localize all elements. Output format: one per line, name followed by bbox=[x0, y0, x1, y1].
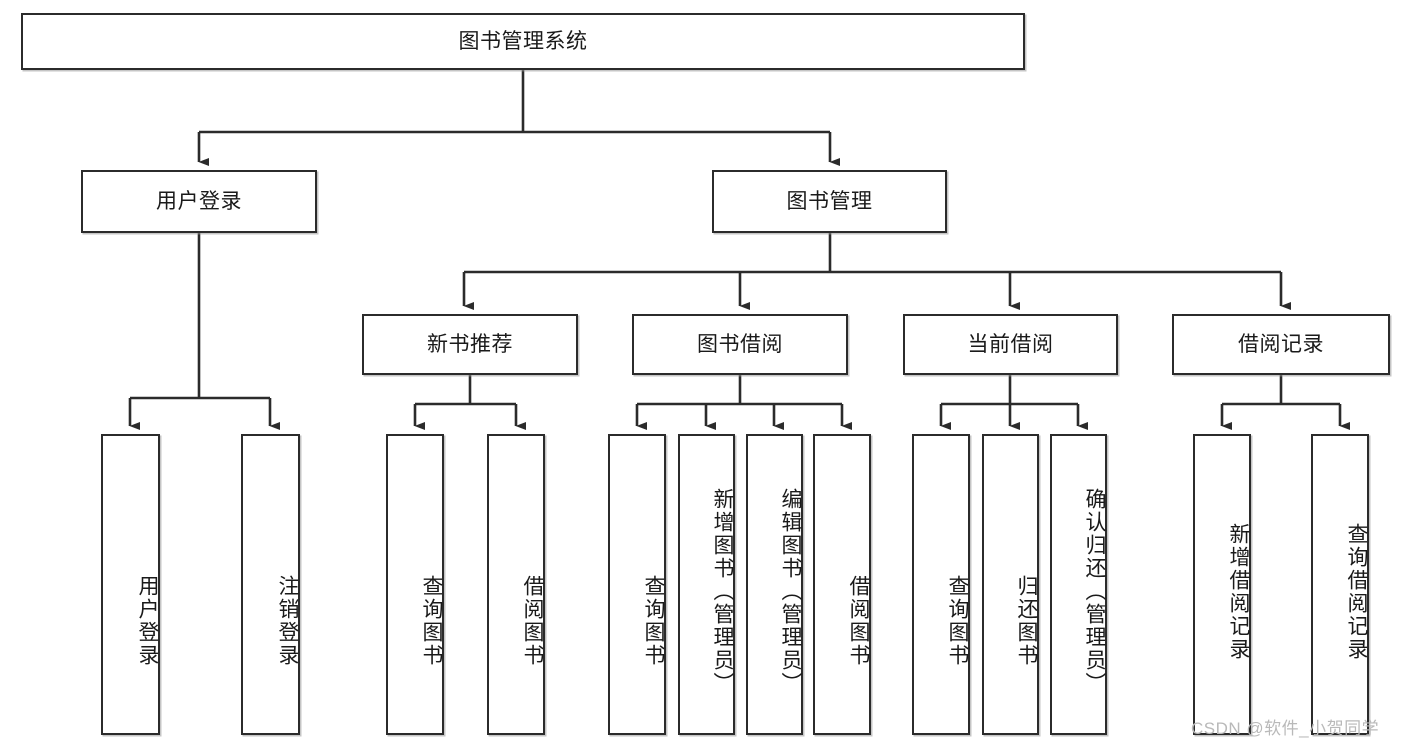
csdn-watermark: CSDN @软件_小贺同学 bbox=[1191, 719, 1380, 738]
node-label: 当前借阅 bbox=[967, 333, 1054, 356]
node-user-login[interactable]: 用户登录 bbox=[81, 170, 317, 233]
node-label: 借阅图书 bbox=[521, 574, 544, 667]
leaf-add-borrow-record[interactable]: 新增借阅记录 bbox=[1193, 434, 1251, 735]
node-label: 查询图书 bbox=[946, 574, 969, 667]
leaf-confirm-return-admin[interactable]: 确认归还（管理员） bbox=[1050, 434, 1107, 735]
node-book-borrowing[interactable]: 图书借阅 bbox=[632, 314, 848, 375]
node-label: 查询借阅记录 bbox=[1345, 522, 1368, 661]
node-label: 图书管理系统 bbox=[458, 30, 588, 53]
node-label: 借阅记录 bbox=[1238, 333, 1324, 356]
node-current-borrowing[interactable]: 当前借阅 bbox=[903, 314, 1118, 375]
node-borrowing-record[interactable]: 借阅记录 bbox=[1172, 314, 1390, 375]
node-label: 用户登录 bbox=[156, 190, 242, 213]
leaf-borrow-books-newbook[interactable]: 借阅图书 bbox=[487, 434, 545, 735]
node-label: 图书借阅 bbox=[697, 333, 783, 356]
node-label: 借阅图书 bbox=[847, 574, 870, 667]
node-book-management[interactable]: 图书管理 bbox=[712, 170, 947, 233]
node-label: 新增借阅记录 bbox=[1227, 522, 1250, 661]
leaf-query-books-newbook[interactable]: 查询图书 bbox=[386, 434, 444, 735]
leaf-return-books[interactable]: 归还图书 bbox=[982, 434, 1039, 735]
leaf-query-books-borrow[interactable]: 查询图书 bbox=[608, 434, 666, 735]
node-label: 图书管理 bbox=[786, 190, 873, 213]
leaf-borrow-books-borrow[interactable]: 借阅图书 bbox=[813, 434, 871, 735]
node-label: 新增图书（管理员） bbox=[711, 488, 734, 695]
node-new-book-recommendation[interactable]: 新书推荐 bbox=[362, 314, 578, 375]
leaf-query-books-current[interactable]: 查询图书 bbox=[912, 434, 970, 735]
node-label: 用户登录 bbox=[136, 574, 159, 667]
leaf-add-book-admin[interactable]: 新增图书（管理员） bbox=[678, 434, 735, 735]
leaf-query-borrow-record[interactable]: 查询借阅记录 bbox=[1311, 434, 1369, 735]
leaf-user-login[interactable]: 用户登录 bbox=[101, 434, 160, 735]
node-label: 确认归还（管理员） bbox=[1083, 488, 1106, 695]
leaf-logout[interactable]: 注销登录 bbox=[241, 434, 300, 735]
node-label: 查询图书 bbox=[420, 574, 443, 667]
node-label: 查询图书 bbox=[642, 574, 665, 667]
node-label: 归还图书 bbox=[1015, 574, 1038, 667]
leaf-edit-book-admin[interactable]: 编辑图书（管理员） bbox=[746, 434, 803, 735]
node-label: 注销登录 bbox=[276, 574, 299, 667]
node-label: 编辑图书（管理员） bbox=[779, 488, 802, 695]
node-label: 新书推荐 bbox=[427, 333, 513, 356]
node-root-book-management-system[interactable]: 图书管理系统 bbox=[21, 13, 1025, 70]
